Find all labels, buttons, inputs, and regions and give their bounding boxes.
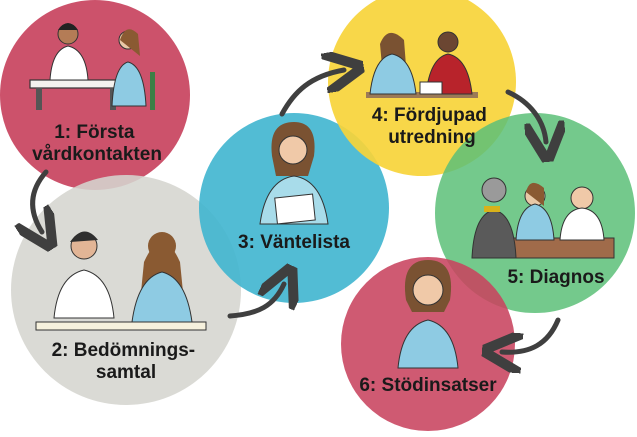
step-1-label: 1: Första vårdkontakten — [32, 122, 162, 165]
step-4-label-line-2: utredning — [388, 127, 476, 148]
step-1-label-line-1: 1: Första — [54, 122, 135, 143]
arrow-5-to-6 — [502, 317, 561, 352]
doctor-consultation-illustration — [366, 31, 478, 98]
step-1-circle — [0, 0, 190, 190]
step-4-label: 4: Fördjupad utredning — [372, 105, 492, 148]
interview-illustration — [35, 231, 207, 331]
step-4-label-line-1: 4: Fördjupad — [372, 105, 487, 126]
person-reading-letter-illustration — [259, 122, 329, 225]
arrow-1-to-2 — [33, 169, 46, 232]
team-meeting-illustration — [471, 177, 615, 259]
arrow-4-to-5 — [505, 89, 546, 142]
step-6-label: 6: Stödinsatser — [359, 375, 497, 396]
clinician-patient-illustration — [29, 23, 155, 110]
step-6-label-line-1: 6: Stödinsatser — [359, 375, 497, 396]
step-2-label: 2: Bedömnings- samtal — [52, 340, 201, 383]
step-3-label: 3: Väntelista — [238, 232, 350, 253]
step-3-label-line-1: 3: Väntelista — [238, 232, 350, 253]
step-5-label-line-1: 5: Diagnos — [507, 267, 604, 288]
step-1-label-line-2: vårdkontakten — [32, 144, 162, 165]
step-5-label: 5: Diagnos — [507, 267, 604, 288]
arrow-2-to-3 — [227, 284, 284, 319]
step-2-label-line-1: 2: Bedömnings- — [52, 340, 196, 361]
step-2-circle — [11, 175, 241, 405]
arrow-3-to-4 — [279, 70, 344, 117]
step-2-label-line-2: samtal — [96, 362, 156, 383]
person-smiling-illustration — [397, 260, 459, 369]
